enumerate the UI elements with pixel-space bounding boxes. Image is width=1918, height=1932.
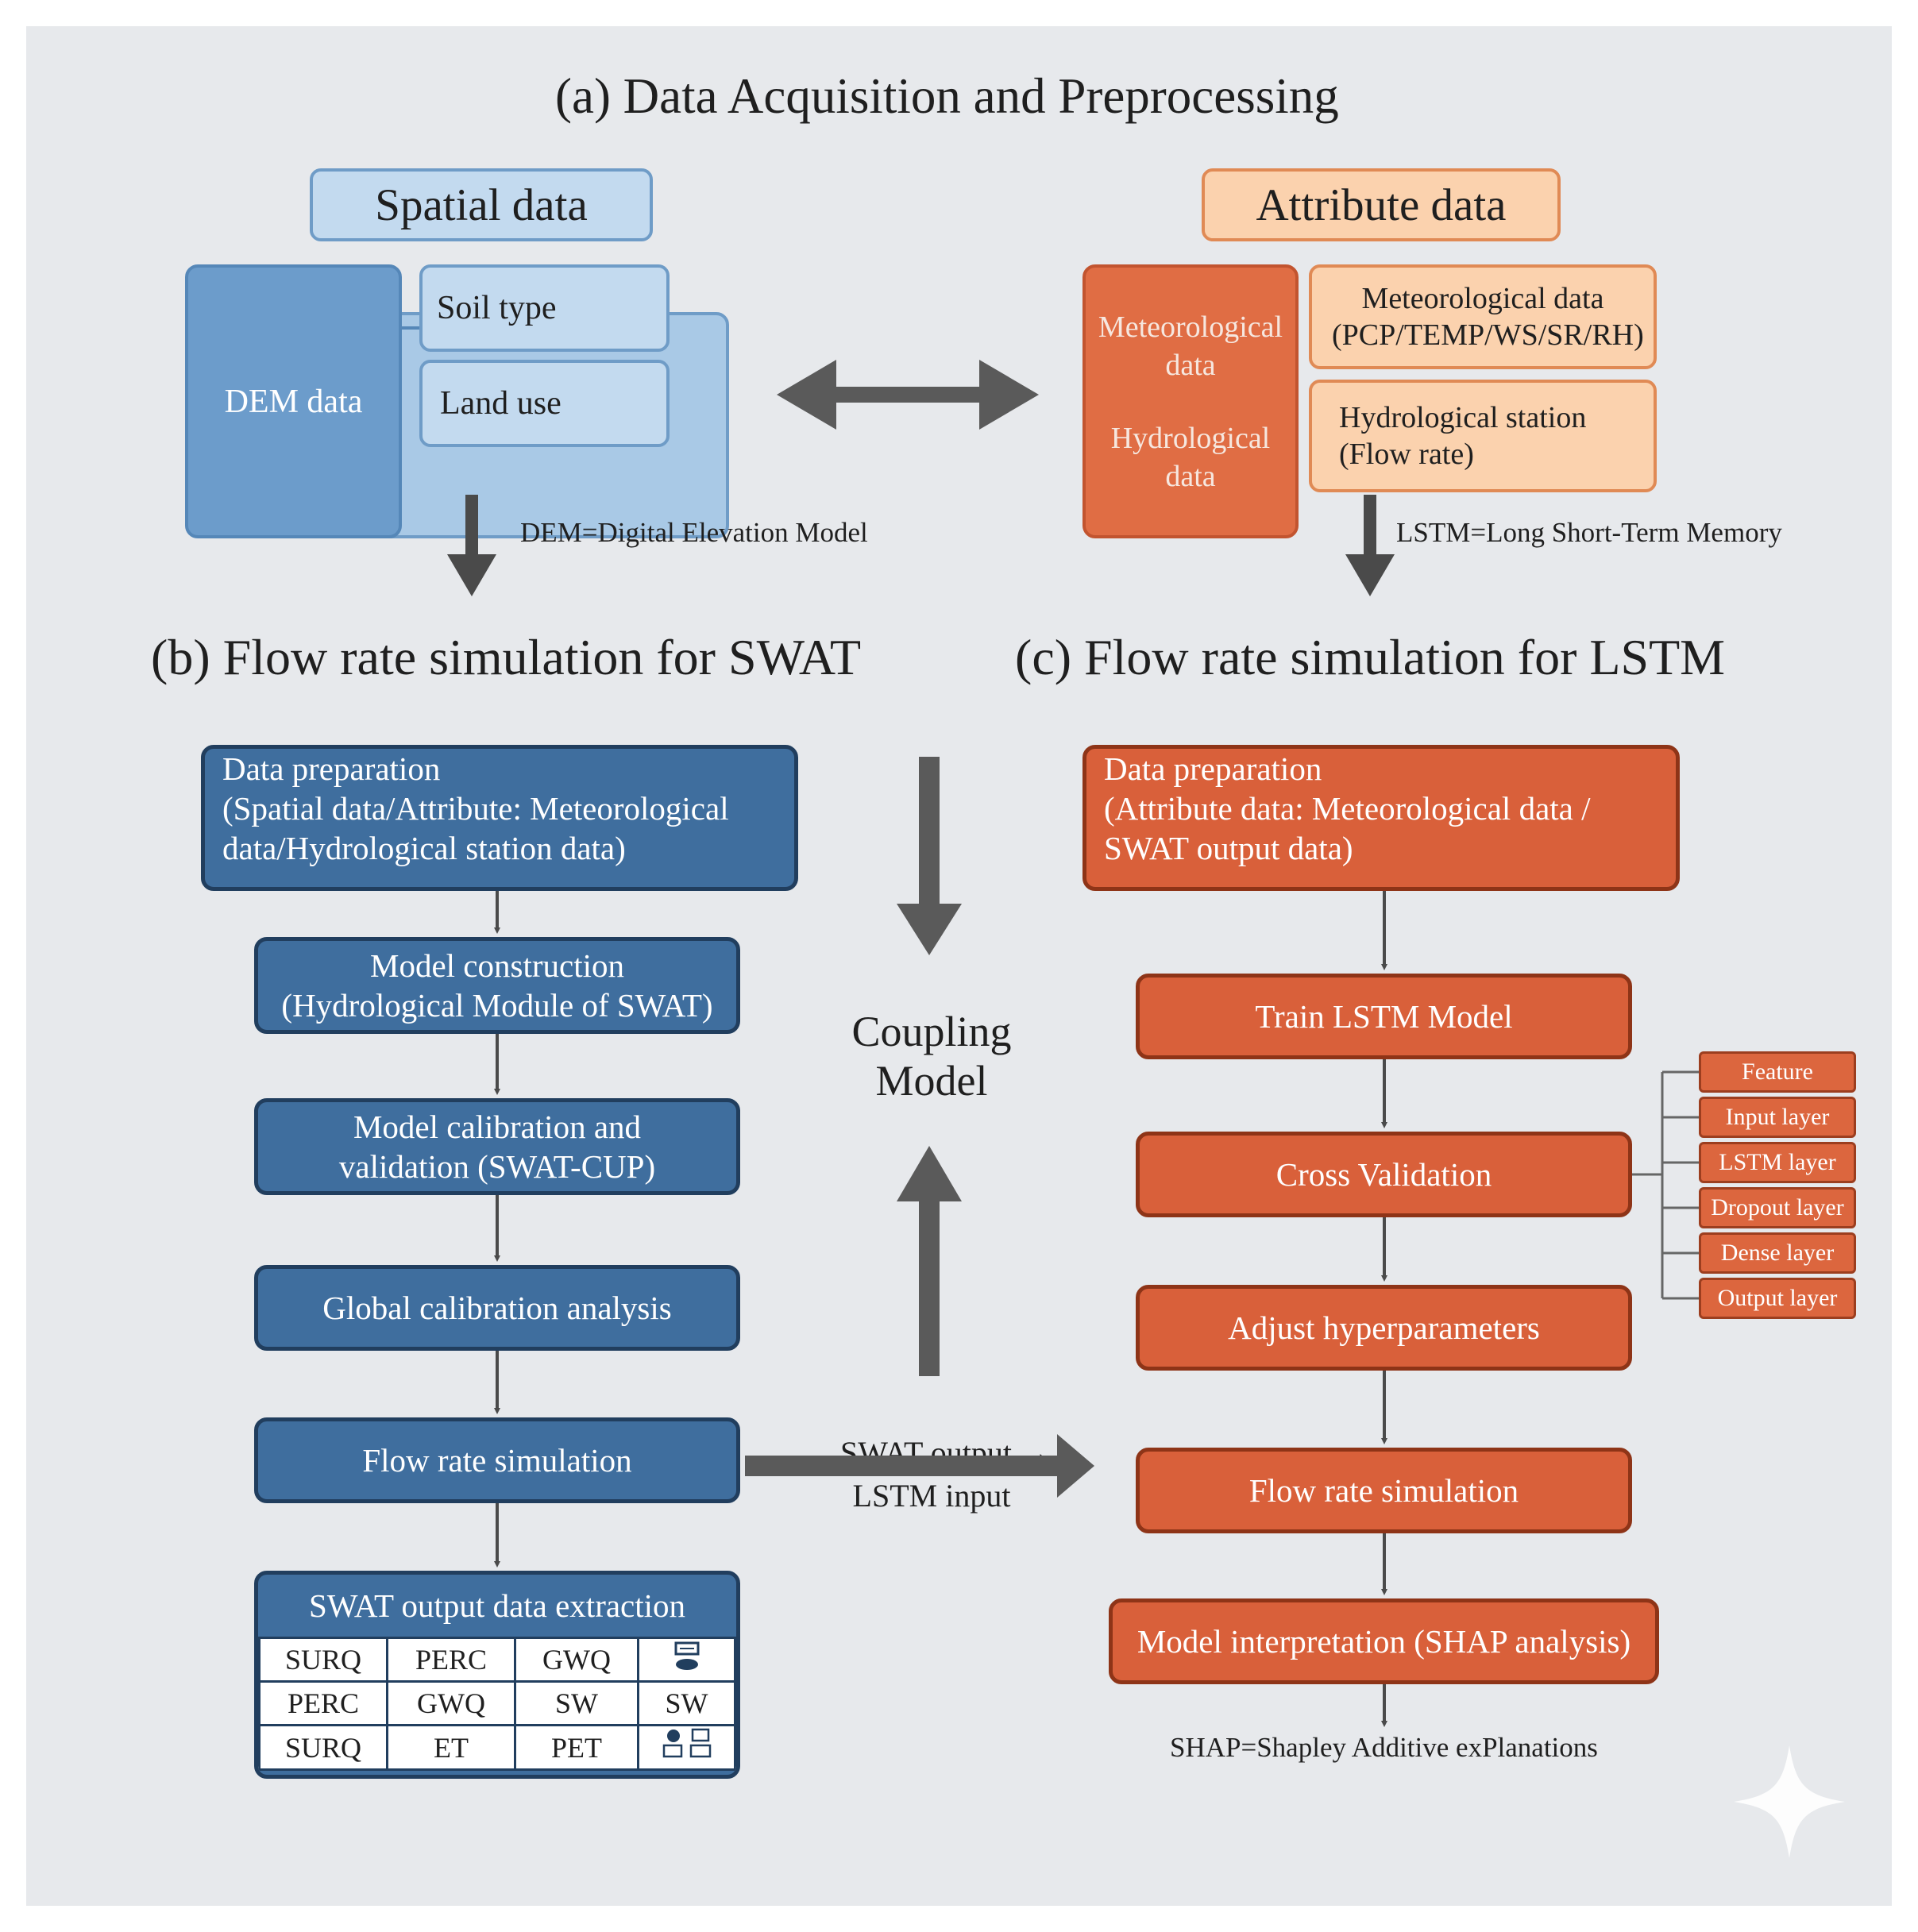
cross-validation-box: Cross Validation xyxy=(1136,1132,1632,1217)
swat-prep-line2: (Spatial data/Attribute: Meteorological xyxy=(222,790,729,827)
layer-dropout: Dropout layer xyxy=(1699,1187,1856,1228)
meteorological-data-label: Meteorological data (PCP/TEMP/WS/SR/RH) xyxy=(1332,282,1644,352)
spatial-data-header: Spatial data xyxy=(310,168,653,241)
model-calibration-box: Model calibration and validation (SWAT-C… xyxy=(254,1098,740,1195)
table-cell: SURQ xyxy=(258,1724,388,1771)
soil-type-label: Soil type xyxy=(437,290,557,326)
lstm-data-preparation-box: Data preparation (Attribute data: Meteor… xyxy=(1082,745,1680,891)
dem-data-box: DEM data xyxy=(185,264,402,538)
spatial-down-arrow xyxy=(447,495,496,596)
table-row: SURQ PERC GWQ xyxy=(258,1637,736,1683)
coupling-model-label: Coupling Model xyxy=(836,1007,1027,1105)
coupling-label-line1: Coupling xyxy=(851,1008,1012,1055)
lstm-prep-line2: (Attribute data: Meteorological data / xyxy=(1104,790,1591,827)
model-construction-box: Model construction (Hydrological Module … xyxy=(254,937,740,1034)
layer-output: Output layer xyxy=(1699,1278,1856,1319)
meteorological-data-box: Meteorological data (PCP/TEMP/WS/SR/RH) xyxy=(1309,264,1657,369)
model-calibration-line1: Model calibration and xyxy=(353,1109,642,1145)
adjust-hyperparameters-box: Adjust hyperparameters xyxy=(1136,1285,1632,1371)
table-cell: PERC xyxy=(258,1680,388,1726)
swat-to-lstm-arrow xyxy=(745,1434,1094,1498)
layers-bracket xyxy=(1632,1070,1699,1300)
lstm-flow-rate-label: Flow rate simulation xyxy=(1248,1472,1519,1509)
data-icons-group xyxy=(662,1728,711,1758)
dem-note: DEM=Digital Elevation Model xyxy=(520,517,868,548)
connectors-overlay xyxy=(447,360,1845,1858)
section-b-title: (b) Flow rate simulation for SWAT xyxy=(151,629,862,685)
soil-type-box: Soil type xyxy=(419,264,670,352)
hydrological-station-box: Hydrological station (Flow rate) xyxy=(1309,380,1657,492)
swat-data-preparation-box: Data preparation (Spatial data/Attribute… xyxy=(201,745,798,891)
layer-lstm: LSTM layer xyxy=(1699,1142,1856,1183)
data-table-icon xyxy=(674,1641,699,1670)
shap-note: SHAP=Shapley Additive exPlanations xyxy=(1170,1732,1598,1763)
swat-flow-rate-box: Flow rate simulation xyxy=(254,1417,740,1503)
table-cell: SURQ xyxy=(258,1637,388,1683)
lstm-note: LSTM=Long Short-Term Memory xyxy=(1396,517,1782,548)
sparkle-icon xyxy=(1734,1745,1845,1858)
swat-output-table: SURQ PERC GWQ PERC GWQ SW SW SURQ xyxy=(258,1637,736,1771)
attribute-data-header-label: Attribute data xyxy=(1256,179,1507,230)
attribute-left-bottom-label: Hydrological data xyxy=(1110,421,1271,493)
coupling-label-line2: Model xyxy=(875,1057,988,1105)
model-construction-line1: Model construction xyxy=(370,947,624,984)
model-interpretation-box: Model interpretation (SHAP analysis) xyxy=(1109,1598,1659,1684)
global-calibration-label: Global calibration analysis xyxy=(322,1290,672,1326)
section-a-title: (a) Data Acquisition and Preprocessing xyxy=(555,68,1339,124)
table-cell-icon xyxy=(637,1637,736,1683)
lstm-prep-line1: Data preparation xyxy=(1104,750,1322,787)
spatial-data-header-label: Spatial data xyxy=(375,179,588,230)
table-cell: PERC xyxy=(386,1637,516,1683)
attribute-down-arrow xyxy=(1345,495,1395,596)
table-cell: GWQ xyxy=(514,1637,639,1683)
dem-soil-connector xyxy=(402,326,424,330)
table-cell: PET xyxy=(514,1724,639,1771)
coupling-down-arrow xyxy=(897,757,962,955)
model-calibration-line2: validation (SWAT-CUP) xyxy=(338,1148,656,1185)
swat-flow-rate-label: Flow rate simulation xyxy=(362,1442,632,1479)
layer-input: Input layer xyxy=(1699,1097,1856,1138)
cross-validation-label: Cross Validation xyxy=(1275,1156,1492,1193)
table-cell: SW xyxy=(514,1680,639,1726)
table-cell: ET xyxy=(386,1724,516,1771)
diagram-canvas: (a) Data Acquisition and Preprocessing (… xyxy=(26,26,1892,1906)
land-use-box: Land use xyxy=(419,360,670,447)
table-cell: SW xyxy=(637,1680,736,1726)
attribute-left-box: Meteorological data Hydrological data xyxy=(1082,264,1299,538)
land-use-label: Land use xyxy=(440,385,562,422)
layer-feature: Feature xyxy=(1699,1051,1856,1093)
hydrological-station-label: Hydrological station (Flow rate) xyxy=(1339,401,1587,471)
swat-prep-line1: Data preparation xyxy=(222,750,441,787)
swat-to-lstm-line2: LSTM input xyxy=(852,1478,1011,1514)
section-c-title: (c) Flow rate simulation for LSTM xyxy=(1015,629,1726,685)
table-cell: GWQ xyxy=(386,1680,516,1726)
swat-output-extraction-panel: SWAT output data extraction SURQ PERC GW… xyxy=(254,1571,740,1779)
lstm-prep-line3: SWAT output data) xyxy=(1104,830,1353,866)
table-row: PERC GWQ SW SW xyxy=(258,1680,736,1726)
coupling-up-arrow xyxy=(897,1146,962,1376)
table-cell-icon xyxy=(637,1724,736,1771)
attribute-data-header: Attribute data xyxy=(1202,168,1561,241)
global-calibration-box: Global calibration analysis xyxy=(254,1265,740,1351)
layer-dense: Dense layer xyxy=(1699,1232,1856,1274)
model-construction-line2: (Hydrological Module of SWAT) xyxy=(281,987,713,1024)
train-lstm-box: Train LSTM Model xyxy=(1136,974,1632,1059)
double-arrow xyxy=(777,360,1039,430)
attribute-left-top-label: Meteorological data xyxy=(1098,310,1283,382)
model-interpretation-label: Model interpretation (SHAP analysis) xyxy=(1137,1623,1631,1660)
swat-output-extraction-title: SWAT output data extraction xyxy=(308,1587,686,1624)
dem-data-label: DEM data xyxy=(224,383,363,420)
table-row: SURQ ET PET xyxy=(258,1724,736,1771)
lstm-flow-rate-box: Flow rate simulation xyxy=(1136,1448,1632,1533)
train-lstm-label: Train LSTM Model xyxy=(1255,998,1513,1035)
swat-prep-line3: data/Hydrological station data) xyxy=(222,830,626,866)
adjust-hyperparameters-label: Adjust hyperparameters xyxy=(1228,1309,1540,1346)
